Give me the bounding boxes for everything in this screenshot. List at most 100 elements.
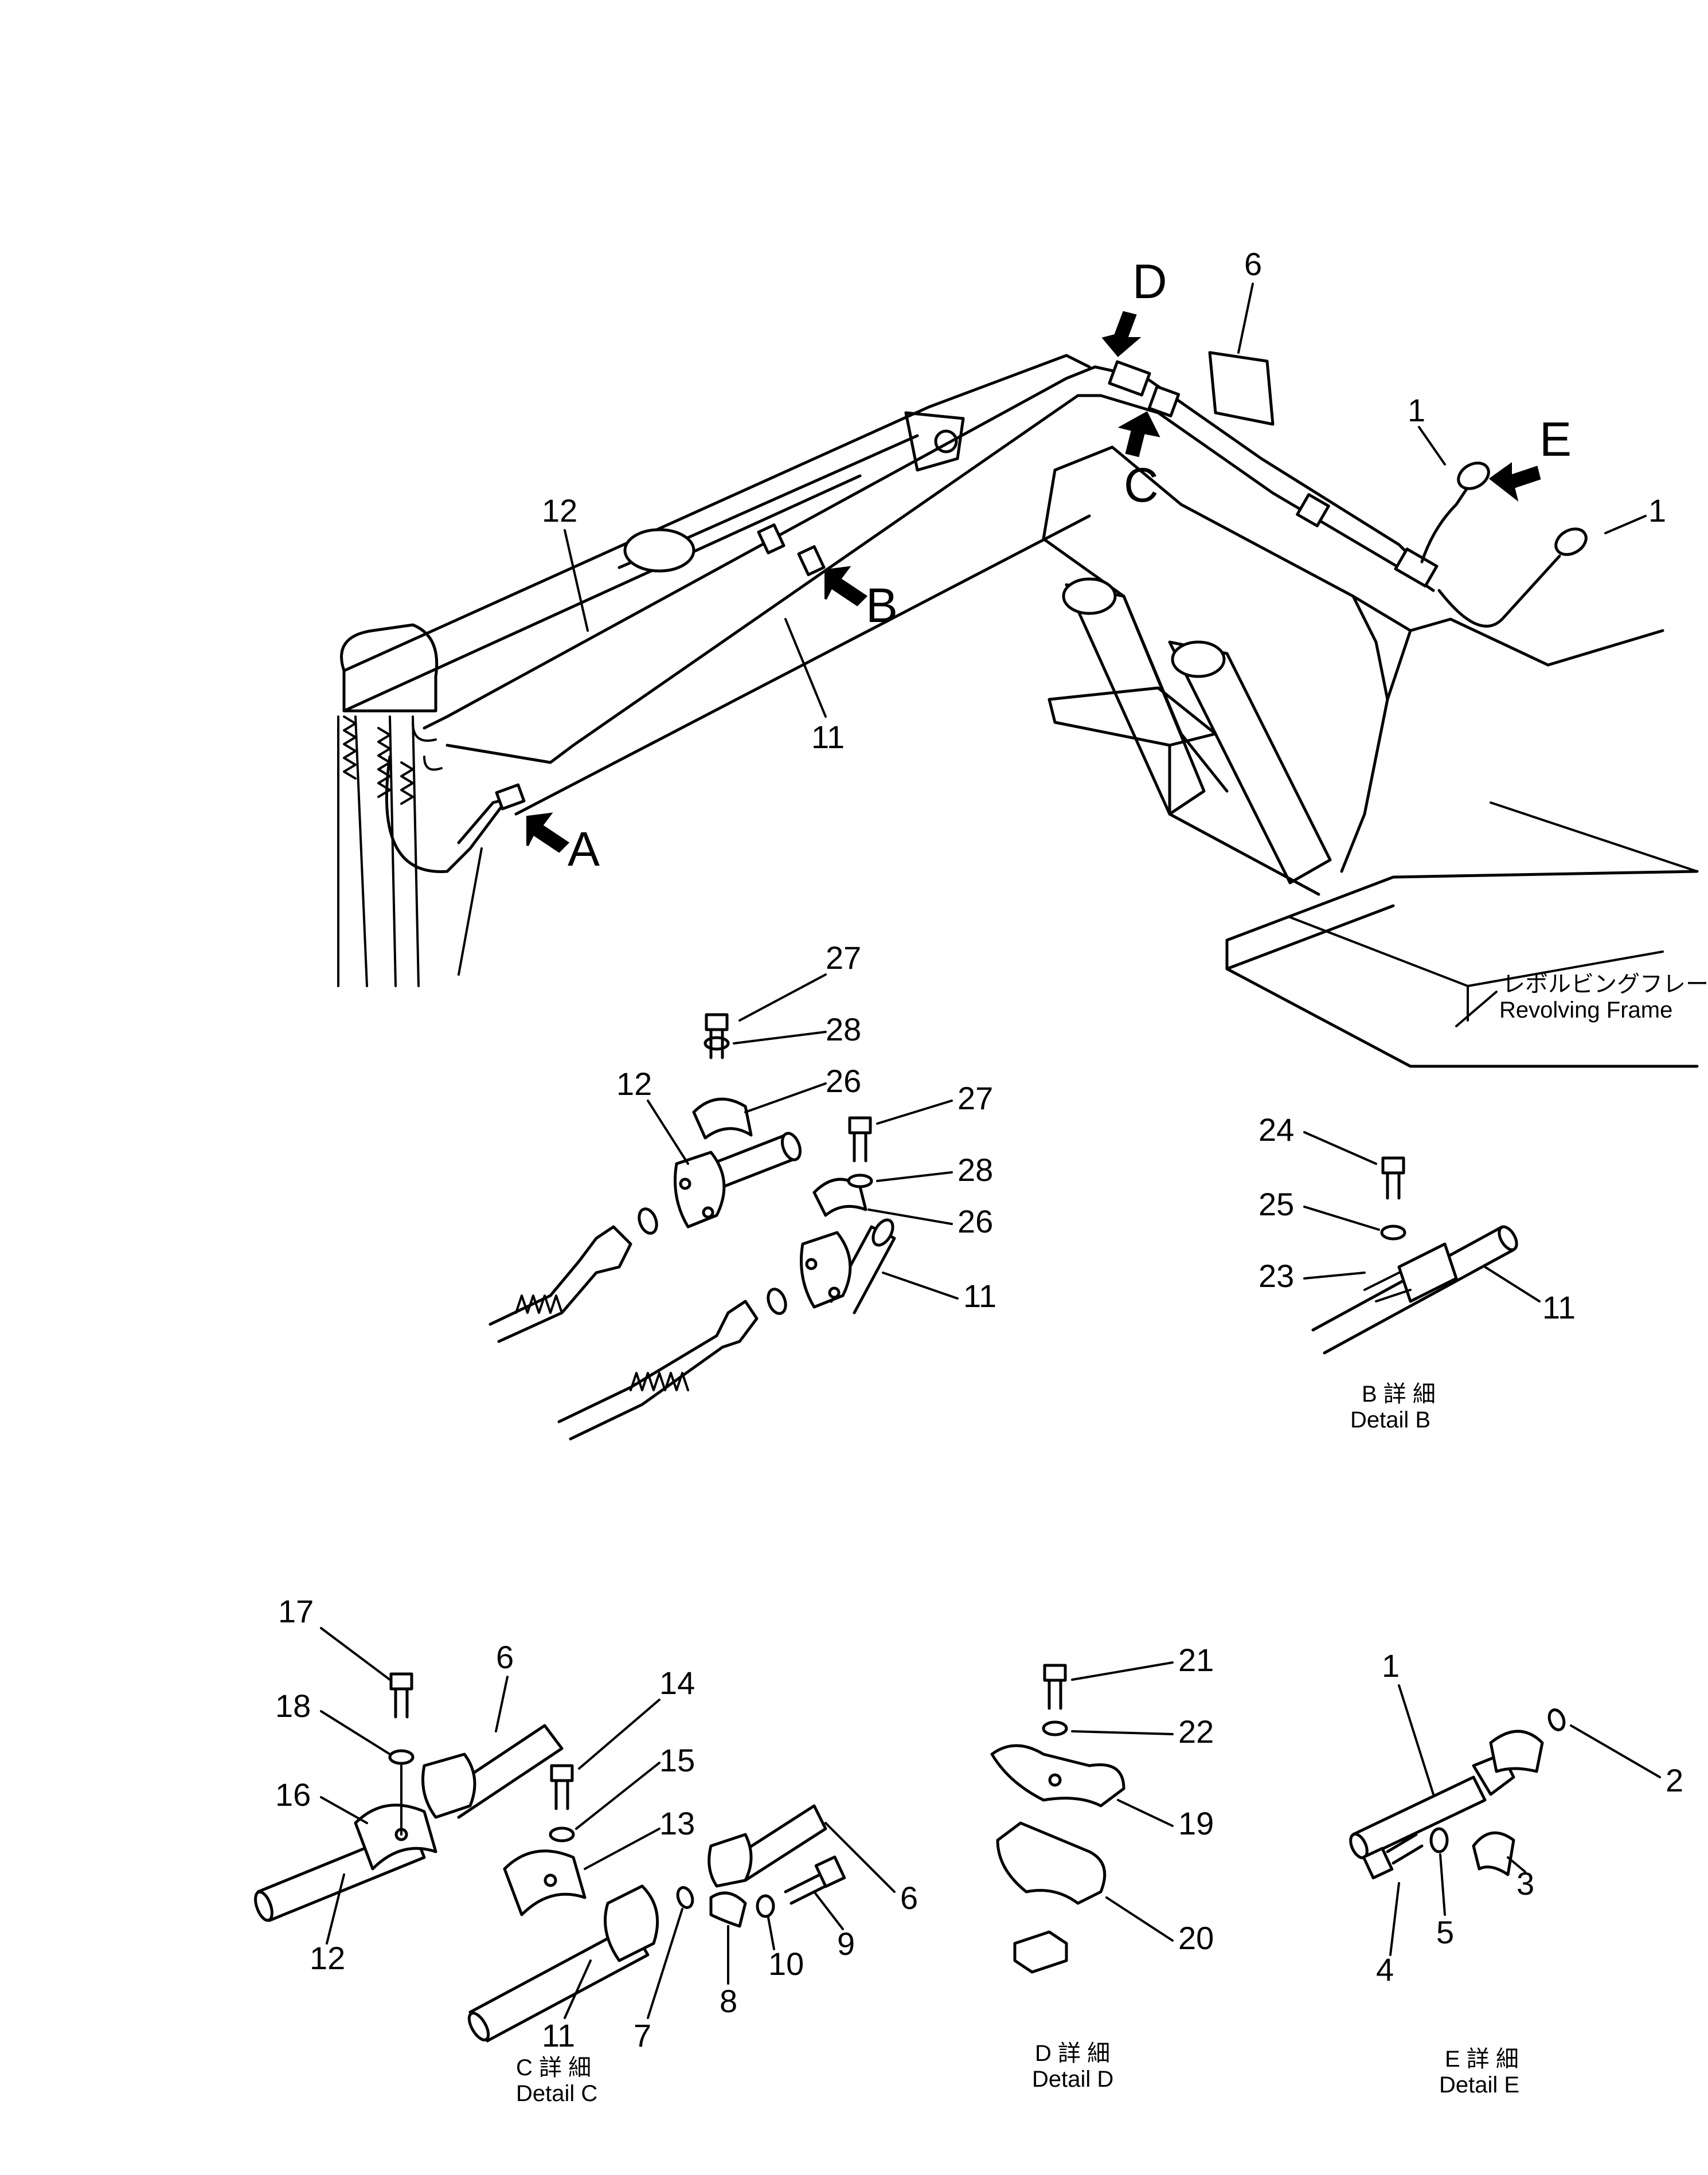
leader-b-25 [1303,1206,1380,1231]
detail-c-bolt-9 [784,1855,846,1905]
frame-inner-edge [1225,904,1395,971]
callout-b-23: 23 [1258,1258,1294,1294]
callout-main-11: 11 [811,719,845,755]
leader-c-6a [495,1676,509,1732]
detail-a-coil-lower [630,1372,689,1391]
hose-joint [1394,547,1439,588]
pipe-11-end [871,1218,894,1247]
arm-lower-edge [342,474,862,713]
callout-d-21: 21 [1178,1642,1214,1678]
caption-d-jp: D 詳 細 [1035,2041,1110,2066]
detail-a-bolt-27b [848,1116,872,1163]
leader-d-22 [1071,1730,1174,1735]
boom-cylinder-left [1065,583,1206,816]
detail-a-hose-lower [557,1300,759,1441]
leader-e-2 [1570,1724,1661,1778]
arm-underside [514,514,1091,816]
leader-d-19 [1117,1799,1174,1827]
callout-c-18: 18 [275,1688,311,1724]
callout-c-16: 16 [275,1777,311,1813]
callout-c-14: 14 [659,1665,695,1701]
detail-d-washer-22 [1042,1720,1068,1736]
cylinder-head-right [1171,640,1226,678]
detail-c-oring-7 [676,1886,694,1909]
callout-e-5: 5 [1436,1914,1454,1950]
callout-b-25: 25 [1258,1186,1294,1222]
leader-a-11 [882,1272,959,1300]
leader-a-12 [647,1100,689,1165]
leader-a-28b [876,1171,953,1182]
callout-a-27b: 27 [957,1080,993,1116]
arm-top-edge [342,354,1091,672]
arrow-e: E [1488,412,1572,502]
leader-c-9 [813,1891,844,1930]
callout-main-1b: 1 [1648,492,1666,529]
detail-b: 24 25 23 11 B 詳 細 Detail B [1258,1112,1576,1433]
callout-d-19: 19 [1178,1805,1214,1841]
callout-a-26a: 26 [826,1063,861,1099]
callout-c-6a: 6 [496,1639,514,1675]
part-6-plate [1208,351,1275,426]
leader-c-18 [320,1710,391,1755]
callout-e-1: 1 [1382,1648,1400,1684]
pipe-12-end [780,1132,802,1161]
detail-a-washer-28b [847,1173,873,1188]
detail-c-part-6-right [732,1804,827,1882]
leader-main-1b [1604,515,1647,534]
arrow-d: D [1101,255,1167,357]
arm-pivot-bracket [904,411,965,472]
leader-c-12 [326,1873,345,1945]
callout-main-6: 6 [1244,246,1262,282]
boom-foot-plate [1048,686,1217,747]
caption-b-en: Detail B [1350,1407,1431,1433]
boom-back-contour [1340,629,1412,873]
leader-c-15 [575,1762,660,1830]
callout-c-9: 9 [837,1926,855,1962]
callout-e-4: 4 [1376,1951,1394,1988]
frame-label-jp: レボルビングフレーム [1502,972,1708,997]
detail-c-clamp-8 [709,1891,747,1928]
callout-a-26b: 26 [957,1203,993,1239]
frame-panel [1289,916,1469,1022]
leader-main-6 [1237,283,1254,354]
detail-c-washer-10 [756,1894,775,1918]
callout-d-20: 20 [1178,1920,1214,1956]
boom-inner-edge [1351,594,1389,701]
flange-hole-3 [805,1258,818,1270]
detail-b-bolt-24 [1381,1156,1405,1200]
frame-top-edge [1225,870,1699,942]
arrow-e-label: E [1539,412,1572,466]
callout-a-28a: 28 [826,1011,861,1047]
tip-fittings [412,721,443,771]
flange-hole-2 [702,1206,714,1219]
arm-cylinder-head [623,528,695,573]
arrow-c-label: C [1124,458,1159,512]
boom-foot-side [1168,744,1320,896]
detail-a-clamp-26b [812,1178,867,1217]
leader-e-4 [1389,1882,1400,1956]
leader-e-1 [1398,1684,1435,1795]
frame-label-en: Revolving Frame [1499,997,1672,1023]
detail-a-flange-11 [800,1231,852,1309]
detail-c-washer-15 [549,1826,575,1843]
detail-c-pipe-12-end [254,1890,273,1922]
leader-main-11 [784,618,827,718]
detail-e-washer-5 [1429,1827,1449,1853]
frame-front-edge [1225,938,1699,1068]
hose-loop-a [385,755,506,873]
leader-b-24 [1303,1131,1377,1165]
detail-c-part-6-left [440,1724,564,1819]
detail-a-hose-upper [488,1225,632,1343]
callout-c-11: 11 [542,2017,575,2053]
caption-d-en: Detail D [1032,2067,1113,2092]
main-assembly: A B C D E 1 1 6 11 12 レボルビングフレーム [337,246,1708,1068]
detail-a-coil-upper [515,1294,563,1314]
arrow-d-label: D [1132,255,1167,308]
detail-c-washer-18 [388,1749,415,1765]
flange-hole-4 [828,1286,841,1299]
bucket-link-lines [337,715,420,987]
detail-d-bolt-21 [1043,1664,1067,1710]
detail-c-bolt-17 [389,1672,413,1719]
callout-d-22: 22 [1178,1714,1214,1750]
